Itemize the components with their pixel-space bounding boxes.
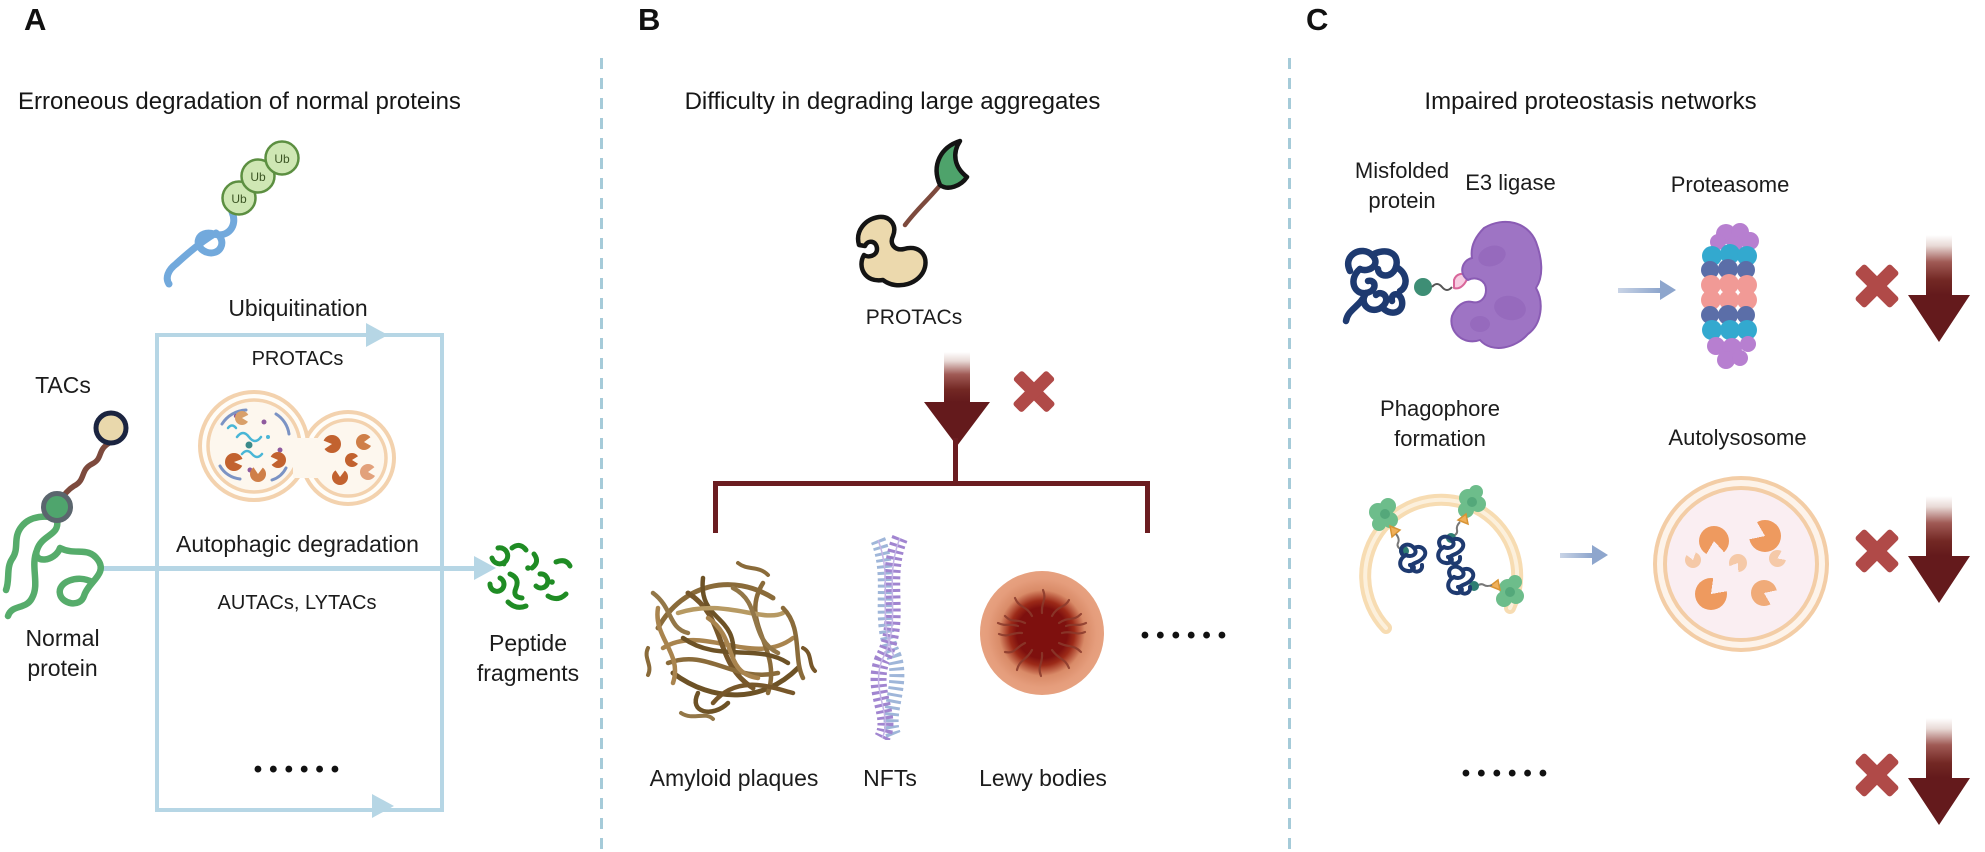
lewy-bodies-label: Lewy bodies: [979, 765, 1107, 791]
peptide-fragments-illustration: [487, 542, 573, 610]
bracket-stem: [953, 438, 958, 484]
normal-protein-label: Normal protein: [25, 625, 100, 681]
bracket-tick-left: [713, 481, 718, 533]
panel-c-title: Impaired proteostasis networks: [1424, 88, 1757, 115]
protacs-label-a: PROTACs: [251, 348, 344, 370]
ub-tag-2: Ub: [250, 170, 266, 184]
ub-tag-1: Ub: [231, 192, 247, 206]
misfolded-protein-illustration: [1342, 247, 1409, 325]
degradation-pathway-box: [155, 333, 444, 812]
panel-a-title: Erroneous degradation of normal proteins: [18, 88, 461, 115]
blocked-arrow-icon-c3: [1908, 718, 1970, 825]
ub-tag-3: Ub: [274, 152, 290, 166]
lewy-body-fibrils: [996, 588, 1088, 678]
panel-b-ellipsis: ••••••: [1140, 622, 1234, 649]
tacs-label: TACs: [35, 372, 91, 398]
panel-c-ellipsis: ••••••: [1461, 760, 1555, 787]
protac-molecule-illustration: [855, 138, 970, 288]
autophagosome-debris: [218, 408, 291, 482]
degradation-arrowhead-icon: [474, 556, 496, 580]
autolysosome-label: Autolysosome: [1668, 425, 1807, 450]
panel-a-letter: A: [24, 2, 47, 37]
autophagic-degradation-label: Autophagic degradation: [176, 531, 419, 557]
panel-b-letter: B: [638, 2, 661, 37]
protacs-label-b: PROTACs: [865, 306, 963, 329]
amyloid-plaque-illustration: [644, 561, 817, 721]
phagophore-illustration: [1359, 485, 1524, 634]
blocked-arrow-icon-c2: [1908, 496, 1970, 603]
nfts-label: NFTs: [863, 765, 917, 791]
top-arrowhead-icon: [366, 323, 388, 347]
e3-ligase-label: E3 ligase: [1465, 170, 1556, 195]
peptide-fragments-label: Peptide fragments: [476, 630, 580, 686]
e3-ligase-illustration: [1450, 220, 1543, 349]
cross-icon-c1: [1852, 261, 1902, 311]
misfolded-protein-label: Misfolded protein: [1354, 158, 1450, 213]
cargo-receptor-1: [1369, 498, 1428, 574]
degradation-arrow-line: [100, 566, 474, 571]
hydrolase-enzymes: [225, 411, 377, 485]
panel-divider-bc: [1288, 58, 1291, 852]
phagophore-formation-label: Phagophore formation: [1380, 396, 1500, 451]
bracket-tick-right: [1145, 481, 1150, 533]
proteasome-illustration: [1701, 223, 1759, 369]
panel-c-letter: C: [1306, 2, 1329, 37]
autolysosome-illustration: [1663, 486, 1819, 642]
amyloid-plaques-label: Amyloid plaques: [649, 765, 819, 791]
panel-divider-ab: [600, 58, 603, 852]
flow-arrow-proteasome: [1618, 280, 1676, 300]
tacs-normal-protein-illustration: [2, 410, 129, 620]
cross-icon-b: [1010, 368, 1058, 416]
bracket-bar: [713, 481, 1150, 486]
panel-b-title: Difficulty in degrading large aggregates: [684, 88, 1101, 115]
flow-arrow-autolysosome: [1560, 545, 1608, 565]
proteasome-label: Proteasome: [1670, 172, 1790, 197]
cargo-receptor-2: [1436, 485, 1486, 566]
ubiquitination-label: Ubiquitination: [228, 295, 368, 321]
cross-icon-c2: [1852, 526, 1902, 576]
blocked-arrow-icon-b: [924, 352, 990, 446]
cross-icon-c3: [1852, 750, 1902, 800]
nft-illustration: [870, 534, 908, 740]
cargo-receptor-3: [1446, 564, 1524, 607]
autophagosome-illustration: [198, 390, 396, 506]
autacs-lytacs-label: AUTACs, LYTACs: [217, 592, 377, 614]
panel-a-ellipsis: ••••••: [253, 756, 347, 783]
ubiquitinated-protein-illustration: Ub Ub Ub: [163, 140, 300, 288]
bottom-arrowhead-icon: [372, 794, 394, 818]
blocked-arrow-icon-c1: [1908, 235, 1970, 342]
